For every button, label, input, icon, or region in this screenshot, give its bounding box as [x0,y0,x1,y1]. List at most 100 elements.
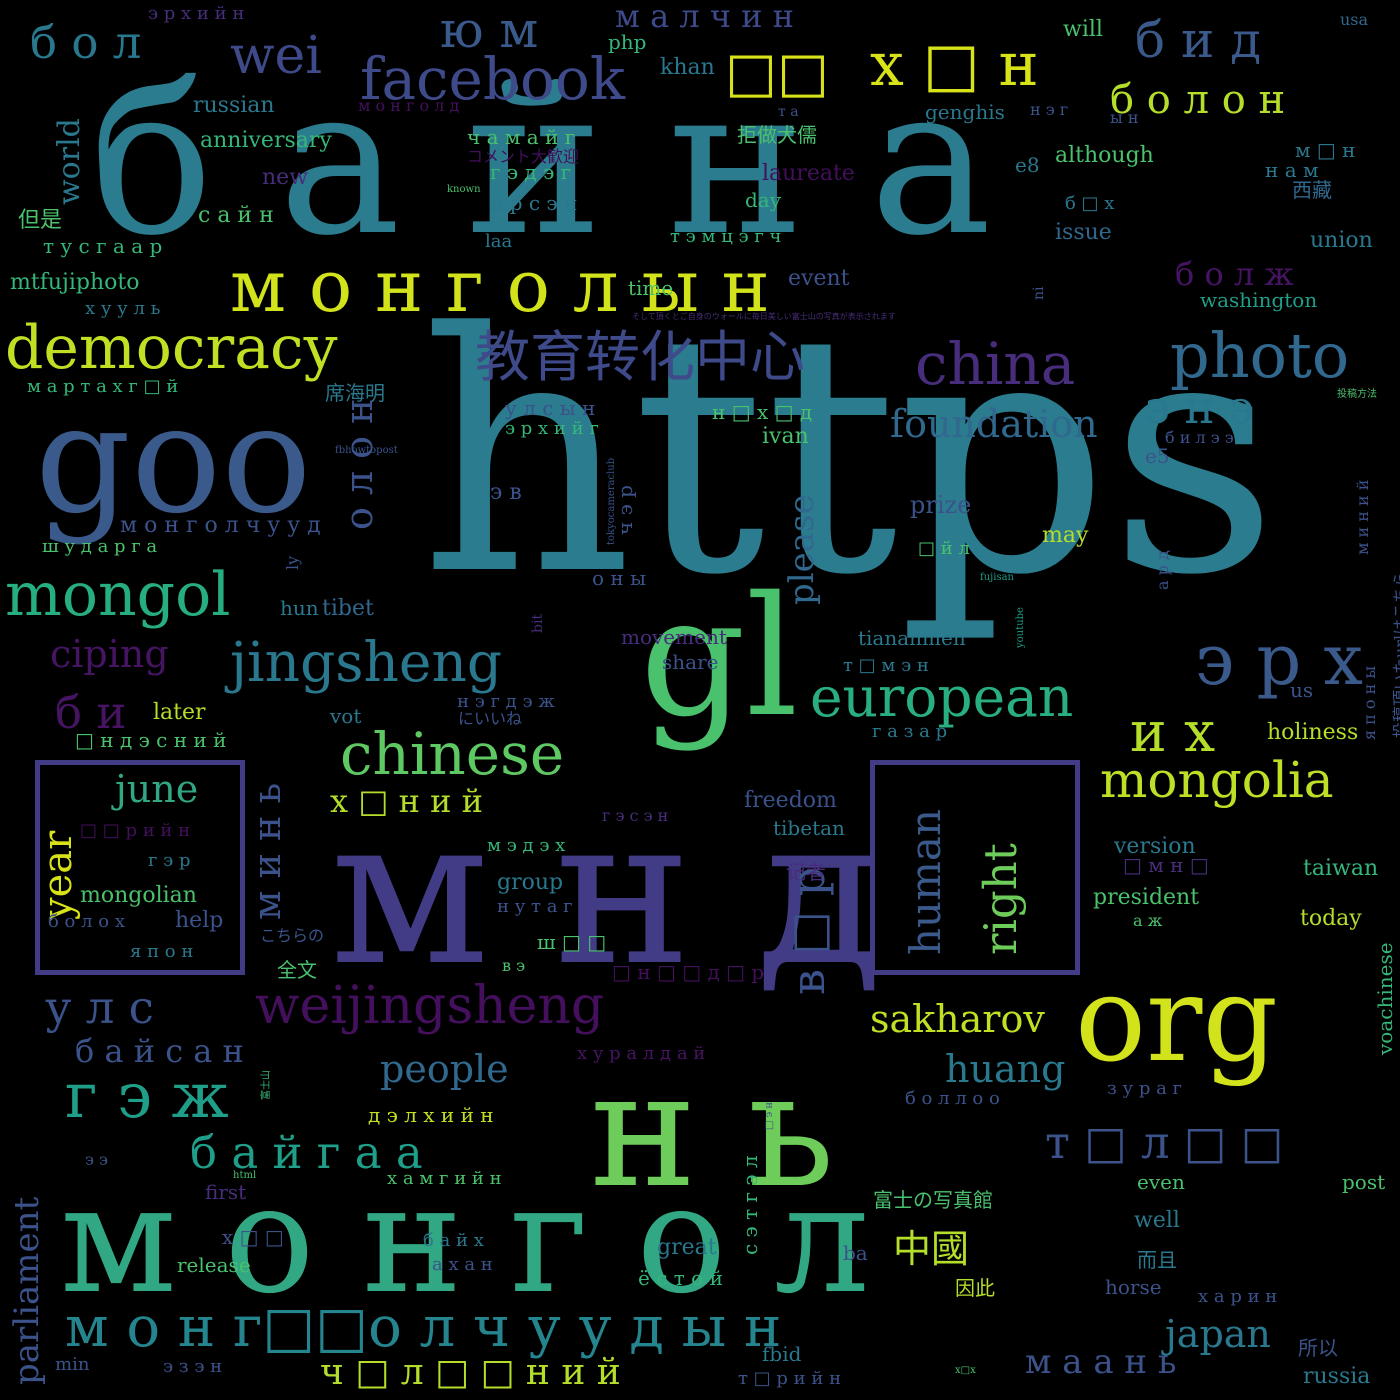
cloud-word: human [901,808,950,955]
cloud-word: б о л о н [1110,77,1286,123]
cloud-word: 席海明 [325,381,385,405]
cloud-word: mongolia [1100,751,1334,809]
square-frame [870,760,1080,975]
cloud-word: я п о н [130,941,194,962]
cloud-word: group [497,870,564,895]
cloud-word: б о л о х [48,911,125,932]
cloud-word: ivan [762,424,809,449]
cloud-word: м □ н [1295,138,1356,162]
cloud-word: б а й г а а [190,1126,423,1179]
cloud-word: please [782,494,822,605]
cloud-word: э в [490,480,522,505]
cloud-word: tibet [322,596,374,621]
cloud-word: goo [35,373,312,547]
cloud-word: э р х и й н [148,3,245,24]
cloud-word: horse [1105,1275,1162,1299]
cloud-word: 拒做犬儒 [737,123,817,147]
cloud-word: м о н г о л д [358,96,460,115]
cloud-word: а р д [1153,550,1172,590]
cloud-word: later [153,700,206,725]
cloud-word: □ э н [764,1101,775,1130]
cloud-word: will [1063,17,1103,42]
cloud-word: mongol [5,560,231,630]
cloud-word: vot [330,704,362,728]
cloud-word: о н ы [592,566,647,590]
cloud-word: б а й с а н [75,1032,244,1070]
cloud-word: new [262,165,309,190]
cloud-word: б о л ж [1175,255,1294,293]
cloud-word: э з э н [163,1356,223,1377]
cloud-word: у л с [45,981,154,1034]
cloud-word: event [788,266,850,291]
cloud-word: х а р и н [1198,1286,1278,1307]
cloud-word: holiness [1267,720,1359,745]
cloud-word: б а й х [423,1230,484,1251]
cloud-word: facebook [360,45,625,113]
cloud-word: version [1114,834,1196,859]
cloud-word: world [52,118,87,205]
cloud-word: 富士山 [261,1070,272,1100]
cloud-word: huang [945,1047,1066,1091]
cloud-word: fujisan [980,572,1014,583]
cloud-word: org [1075,950,1278,1088]
cloud-word: 但是 [18,208,63,233]
cloud-word: у л с ы н [505,396,596,420]
cloud-word: post [1342,1170,1386,1194]
cloud-word: в □ р [781,866,835,995]
cloud-word: mongolian [80,883,197,908]
cloud-word: м о н г о л ч у у д [120,513,321,538]
cloud-word: н □ х □ д [712,400,813,424]
cloud-word: may [1042,523,1089,548]
cloud-word: я п о н ы [1360,665,1379,740]
cloud-word: day [745,188,782,212]
cloud-word: june [115,767,199,811]
cloud-word: ю м [440,1,539,59]
cloud-word: そして頂くとご自身のウォールに毎日美しい富士山の写真が表示されます [632,312,896,321]
cloud-word: г а з а р [872,721,948,742]
cloud-word: □ м н □ [1123,853,1209,877]
cloud-word: russian [193,93,275,118]
cloud-word: т у с г а а р [43,234,163,258]
cloud-word: first [205,1180,247,1204]
cloud-word: こちらの [260,926,325,945]
cloud-word: □ □ р и й н [80,820,191,841]
cloud-word: м и н и й [1353,479,1372,555]
cloud-word: 投稿方法 [1337,389,1377,400]
cloud-word: tibetan [773,816,845,840]
cloud-word: 西藏 [1292,178,1332,202]
cloud-word: 投稿頂いたurlはこちら [1391,570,1400,738]
cloud-word: ly [283,555,302,570]
cloud-word: 富士の写真館 [873,1188,993,1212]
cloud-word: в э [502,956,526,975]
cloud-word: б и л э э [1165,428,1234,447]
cloud-word: а х а н [432,1254,493,1275]
cloud-word: м о н г о л ы н [230,244,770,328]
cloud-word: 而且 [1137,1248,1177,1272]
cloud-word: e5 [1145,444,1170,468]
cloud-word: voachinese [1373,942,1397,1055]
cloud-word: min [55,1354,90,1375]
cloud-word: japan [1165,1312,1271,1356]
cloud-word: ч а м а й г [467,125,576,149]
cloud-word: e8 [1015,153,1040,177]
cloud-word: т □ м э н [843,655,929,676]
cloud-word: м и н ь [245,782,289,920]
cloud-word: о л о н [337,398,381,530]
cloud-word: с э т г э л [738,1155,762,1255]
cloud-word: 全文 [277,958,317,982]
cloud-word: н ь [590,1036,835,1223]
cloud-word: sakharov [870,997,1045,1041]
cloud-word: х у р а л д а й [577,1043,706,1064]
cloud-word: bit [530,613,546,633]
cloud-word: н у т а г [497,896,573,917]
cloud-word: tiananmen [858,626,966,650]
cloud-word: khan [660,55,715,80]
cloud-word: д э л х и й н [368,1103,494,1127]
cloud-word: release [177,1253,251,1277]
square-frame [35,760,245,975]
cloud-word: 中國 [893,1227,970,1271]
cloud-word: 记者 [786,860,826,884]
cloud-word: mtfujiphoto [10,270,140,295]
cloud-word: freedom [744,788,837,813]
cloud-word: weijingsheng [255,976,605,1036]
